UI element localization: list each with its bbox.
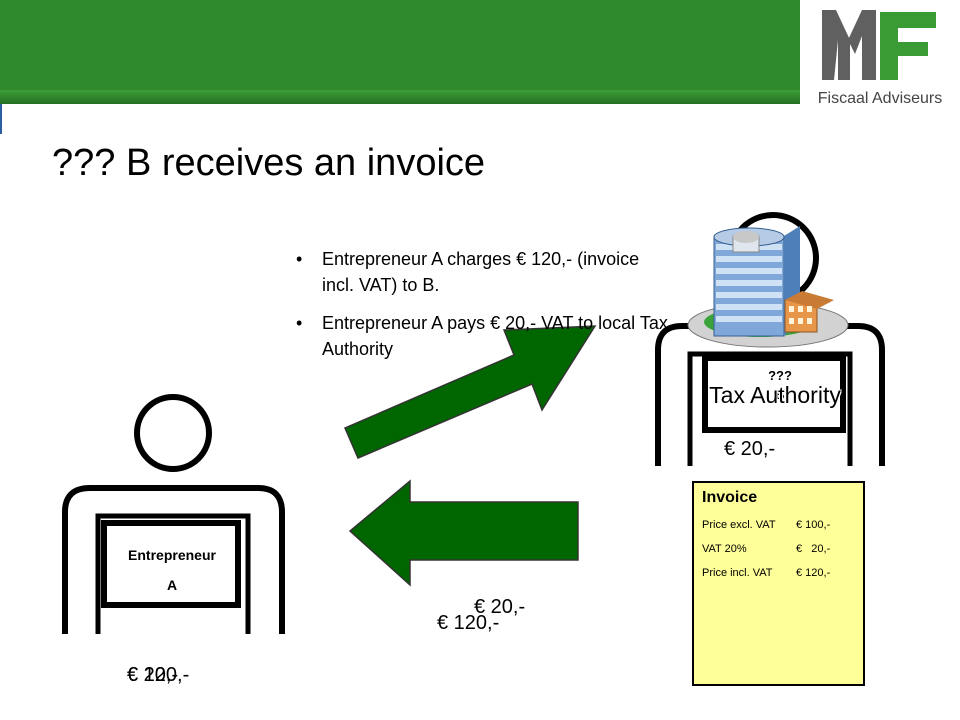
person-a-line1: Entrepreneur (128, 547, 216, 563)
logo-tagline: Fiscaal Adviseurs (817, 90, 943, 107)
mf-logo-icon (822, 10, 936, 80)
invoice-card: Invoice Price excl. VAT € 100,- VAT 20% … (692, 481, 865, 686)
bullet-item: Entrepreneur A pays € 20,- VAT to local … (296, 310, 676, 362)
header-band (0, 0, 800, 104)
invoice-row-label: Price excl. VAT (702, 519, 776, 531)
arrow-total-amount: € 120,- (437, 612, 500, 634)
person-b-vat-amount: € 20,- (724, 438, 776, 460)
logo (800, 0, 960, 112)
office-building-icon (687, 226, 849, 348)
person-b-label: ??? B (740, 366, 820, 404)
tax-authority-label: Tax Authority (709, 382, 841, 408)
invoice-row-label: Price incl. VAT (702, 567, 773, 579)
invoice-row-label: VAT 20% (702, 543, 747, 555)
invoice-row-value: € 20,- (796, 543, 831, 555)
person-a-line2: A (166, 577, 178, 593)
invoice-row: Price incl. VAT € 120,- (702, 561, 855, 585)
invoice-row: VAT 20% € 20,- (702, 537, 855, 561)
slide-title: ??? B receives an invoice (52, 142, 486, 184)
person-a-label: Entrepreneur A (112, 540, 232, 600)
person-a-figure (62, 394, 285, 634)
invoice-row-value: € 120,- (796, 567, 831, 579)
arrow-vat-amount: € 20,- (474, 596, 526, 618)
person-b-line1: ??? (768, 368, 792, 383)
person-a-total-amount: € 120,- (127, 664, 190, 686)
header-accent (0, 104, 2, 134)
arrow-b-to-a (348, 479, 579, 587)
person-b-line2: B (775, 387, 785, 402)
invoice-title: Invoice (702, 489, 758, 506)
person-a-vat-amount: € 20,- (127, 664, 179, 686)
invoice-row: Price excl. VAT € 100,- (702, 513, 855, 537)
bullet-item: Entrepreneur A charges € 120,- (invoice … (296, 246, 676, 298)
invoice-row-value: € 100,- (796, 519, 831, 531)
bullet-list: Entrepreneur A charges € 120,- (invoice … (296, 246, 676, 374)
